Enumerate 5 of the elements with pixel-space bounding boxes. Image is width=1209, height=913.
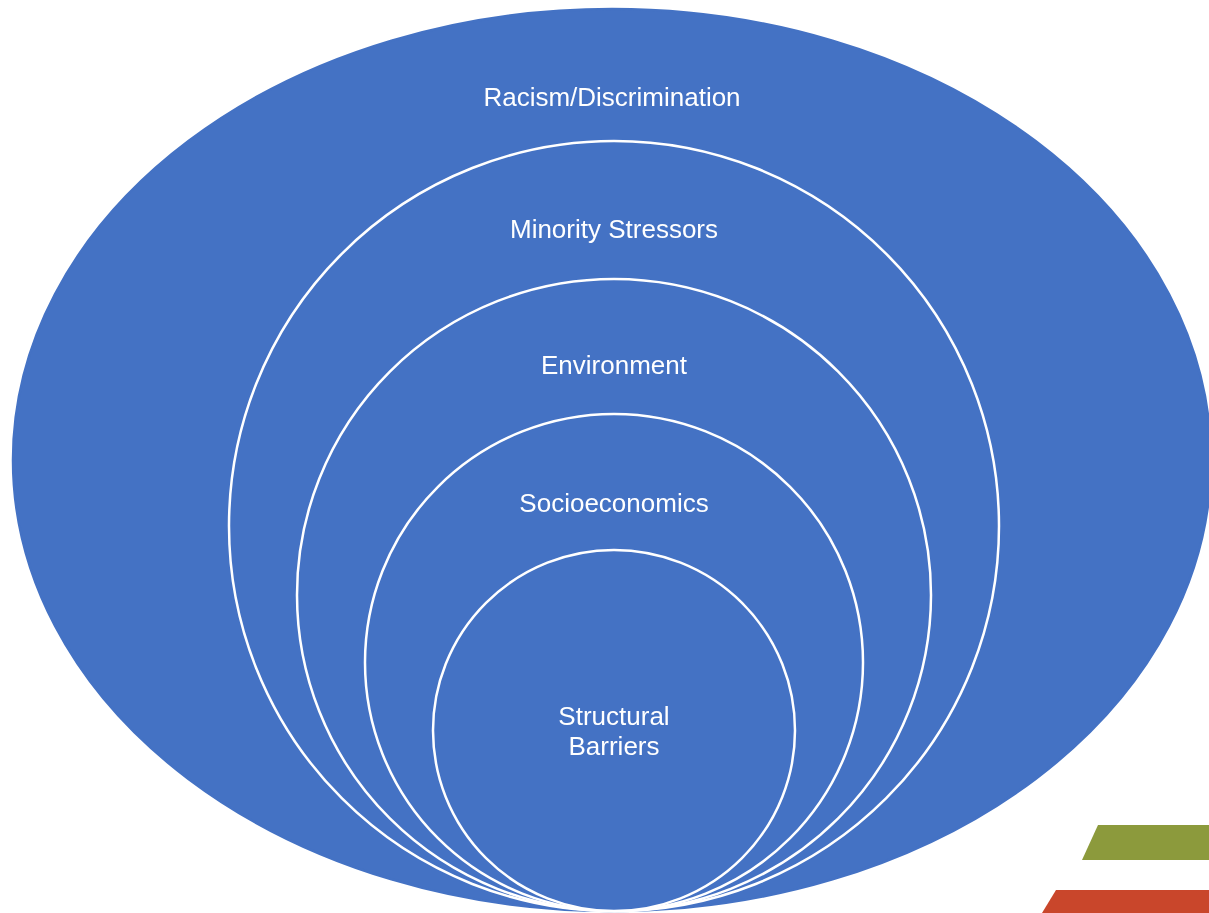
layer-label: Structural Barriers <box>557 701 671 761</box>
layer-label: Environment <box>540 350 688 380</box>
layer-label: Socioeconomics <box>518 488 710 518</box>
layer-label: Minority Stressors <box>508 214 719 244</box>
layer-label: Racism/Discrimination <box>482 82 742 112</box>
